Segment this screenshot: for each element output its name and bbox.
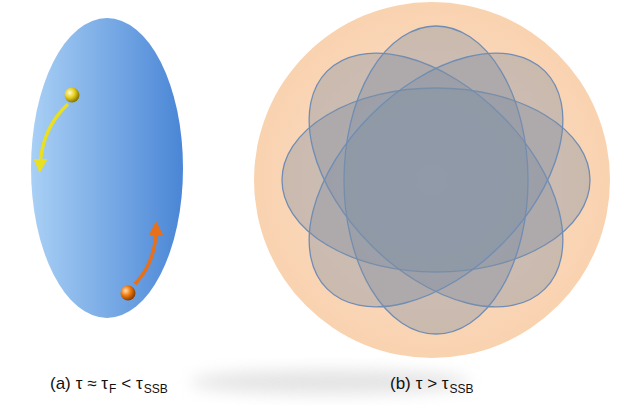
caption-a: (a) τ ≈ τF < τSSB — [50, 374, 168, 396]
caption-label: (b) — [390, 374, 411, 393]
domain-ellipse — [31, 18, 183, 318]
orange-particle — [121, 286, 136, 301]
orange-arrow — [135, 228, 156, 284]
subscript-label: SSB — [450, 382, 474, 396]
caption-label: (a) — [50, 374, 71, 393]
subscript-label: SSB — [144, 382, 168, 396]
shadow — [190, 370, 470, 394]
sphere — [254, 2, 610, 358]
caption-label: τ ≈ τ — [76, 374, 108, 393]
rotated-ellipses — [262, 6, 610, 354]
caption-label: < τ — [121, 374, 142, 393]
subscript-label: F — [109, 382, 116, 396]
caption-b: (b) τ > τSSB — [390, 374, 474, 396]
yellow-arrow — [40, 104, 68, 166]
yellow-particle — [65, 88, 80, 103]
caption-label: τ > τ — [416, 374, 449, 393]
